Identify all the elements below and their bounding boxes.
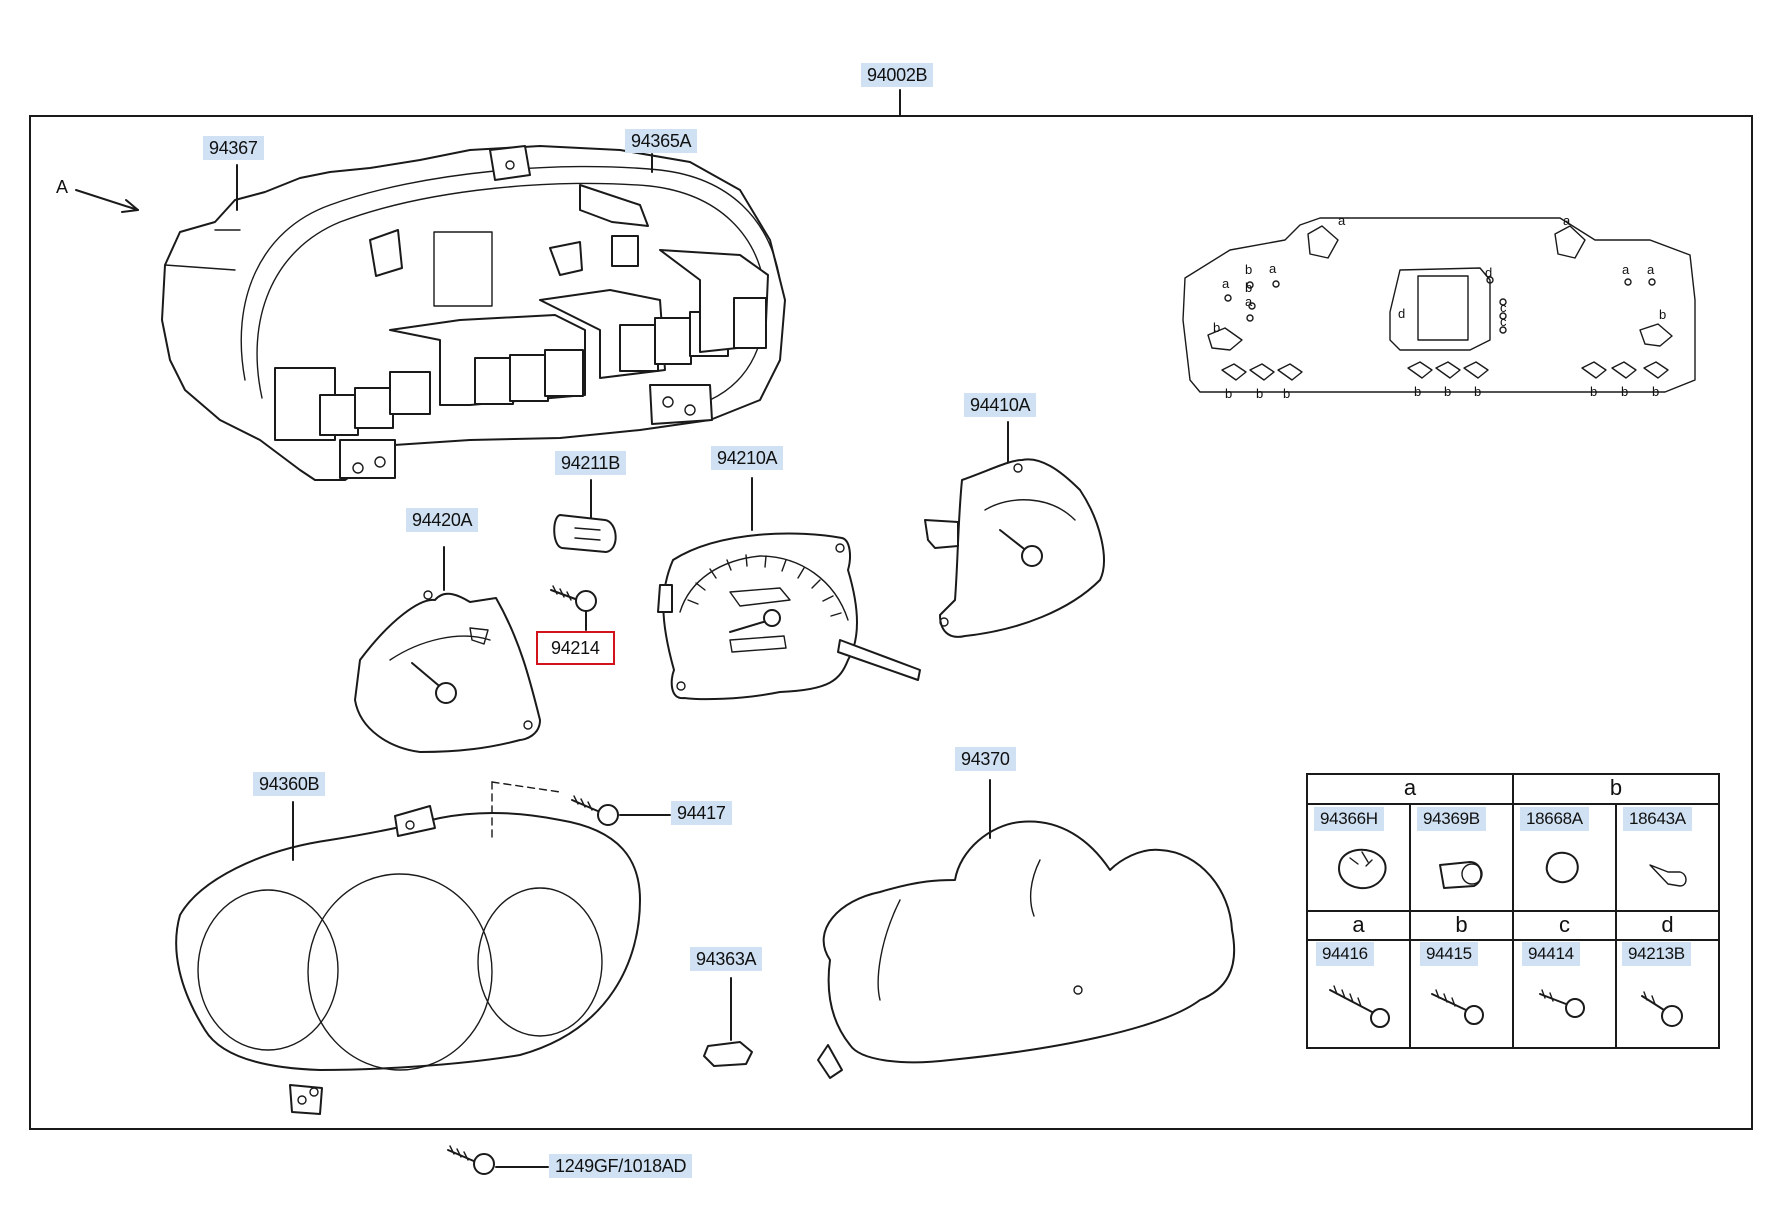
screw-1249gf-drawing bbox=[447, 1145, 495, 1175]
pcb-marker-a: a bbox=[1647, 262, 1655, 277]
legend-header-b: b bbox=[1455, 912, 1468, 937]
pcb-marker-b: b bbox=[1444, 384, 1452, 399]
part-label-94365a[interactable]: 94365A bbox=[625, 129, 698, 153]
pcb-marker-c: c bbox=[1500, 300, 1507, 315]
circuit-board-drawing bbox=[1182, 217, 1696, 393]
pcb-marker-a: a bbox=[1245, 294, 1253, 309]
pcb-marker-b: b bbox=[1213, 320, 1221, 335]
pcb-marker-a: a bbox=[1222, 276, 1230, 291]
lens-drawing bbox=[817, 820, 1236, 1079]
screw-94214-drawing bbox=[550, 585, 597, 612]
part-label-94410a[interactable]: 94410A bbox=[964, 393, 1037, 417]
part-label-94360b[interactable]: 94360B bbox=[253, 772, 326, 796]
legend-part-94213b[interactable]: 94213B bbox=[1622, 942, 1691, 966]
pcb-marker-a: a bbox=[1622, 262, 1630, 277]
socket-part-drawing bbox=[553, 514, 617, 553]
pcb-marker-b: b bbox=[1474, 384, 1482, 399]
speedometer-drawing bbox=[657, 532, 921, 701]
legend-part-18668a[interactable]: 18668A bbox=[1520, 807, 1589, 831]
legend-part-94414[interactable]: 94414 bbox=[1522, 942, 1580, 966]
cluster-housing-drawing bbox=[161, 145, 786, 481]
pcb-marker-b: b bbox=[1659, 307, 1667, 322]
legend-header-b: b bbox=[1609, 775, 1623, 800]
pcb-marker-a: a bbox=[1563, 213, 1571, 228]
pcb-marker-b: b bbox=[1256, 386, 1264, 401]
pcb-marker-b: b bbox=[1283, 386, 1291, 401]
legend-header-d: d bbox=[1661, 912, 1674, 937]
pcb-marker-b: b bbox=[1245, 280, 1253, 295]
part-label-94417[interactable]: 94417 bbox=[671, 801, 732, 825]
view-arrow bbox=[75, 189, 139, 211]
pcb-marker-b: b bbox=[1621, 384, 1629, 399]
temperature-gauge-drawing bbox=[924, 458, 1105, 638]
legend-part-18643a[interactable]: 18643A bbox=[1623, 807, 1692, 831]
part-label-1249gf-1018ad[interactable]: 1249GF/1018AD bbox=[549, 1154, 693, 1178]
legend-part-94416[interactable]: 94416 bbox=[1316, 942, 1374, 966]
pcb-marker-a: a bbox=[1269, 261, 1277, 276]
pcb-marker-d: d bbox=[1398, 306, 1406, 321]
part-label-94363a[interactable]: 94363A bbox=[690, 947, 763, 971]
screw-94417-drawing bbox=[571, 795, 619, 826]
pcb-marker-d: d bbox=[1485, 265, 1493, 280]
part-label-94210a[interactable]: 94210A bbox=[711, 446, 784, 470]
pcb-marker-c: c bbox=[1500, 314, 1507, 329]
pcb-marker-b: b bbox=[1225, 386, 1233, 401]
pcb-marker-b: b bbox=[1652, 384, 1660, 399]
part-label-94370[interactable]: 94370 bbox=[955, 747, 1016, 771]
pcb-marker-b: b bbox=[1414, 384, 1422, 399]
legend-part-94369b[interactable]: 94369B bbox=[1417, 807, 1486, 831]
assembly-frame bbox=[29, 115, 1753, 1130]
part-label-94420a[interactable]: 94420A bbox=[406, 508, 479, 532]
legend-header-a: a bbox=[1403, 775, 1417, 800]
legend-part-94366h[interactable]: 94366H bbox=[1314, 807, 1384, 831]
legend-header-c: c bbox=[1559, 912, 1570, 937]
legend-table-grid bbox=[1306, 773, 1720, 1049]
pcb-marker-a: a bbox=[1338, 213, 1346, 228]
pcb-marker-b: b bbox=[1590, 384, 1598, 399]
part-label-94214-selected[interactable]: 94214 bbox=[536, 631, 615, 665]
view-marker: A bbox=[56, 177, 69, 197]
part-label-94002b[interactable]: 94002B bbox=[861, 63, 934, 87]
part-label-94367[interactable]: 94367 bbox=[203, 136, 264, 160]
fuel-gauge-drawing bbox=[354, 590, 541, 753]
legend-header-a: a bbox=[1352, 912, 1365, 937]
part-label-94211b[interactable]: 94211B bbox=[555, 451, 626, 475]
legend-part-94415[interactable]: 94415 bbox=[1420, 942, 1478, 966]
pcb-marker-b: b bbox=[1245, 262, 1253, 277]
bezel-drawing bbox=[175, 805, 641, 1115]
clip-drawing bbox=[703, 1041, 753, 1067]
